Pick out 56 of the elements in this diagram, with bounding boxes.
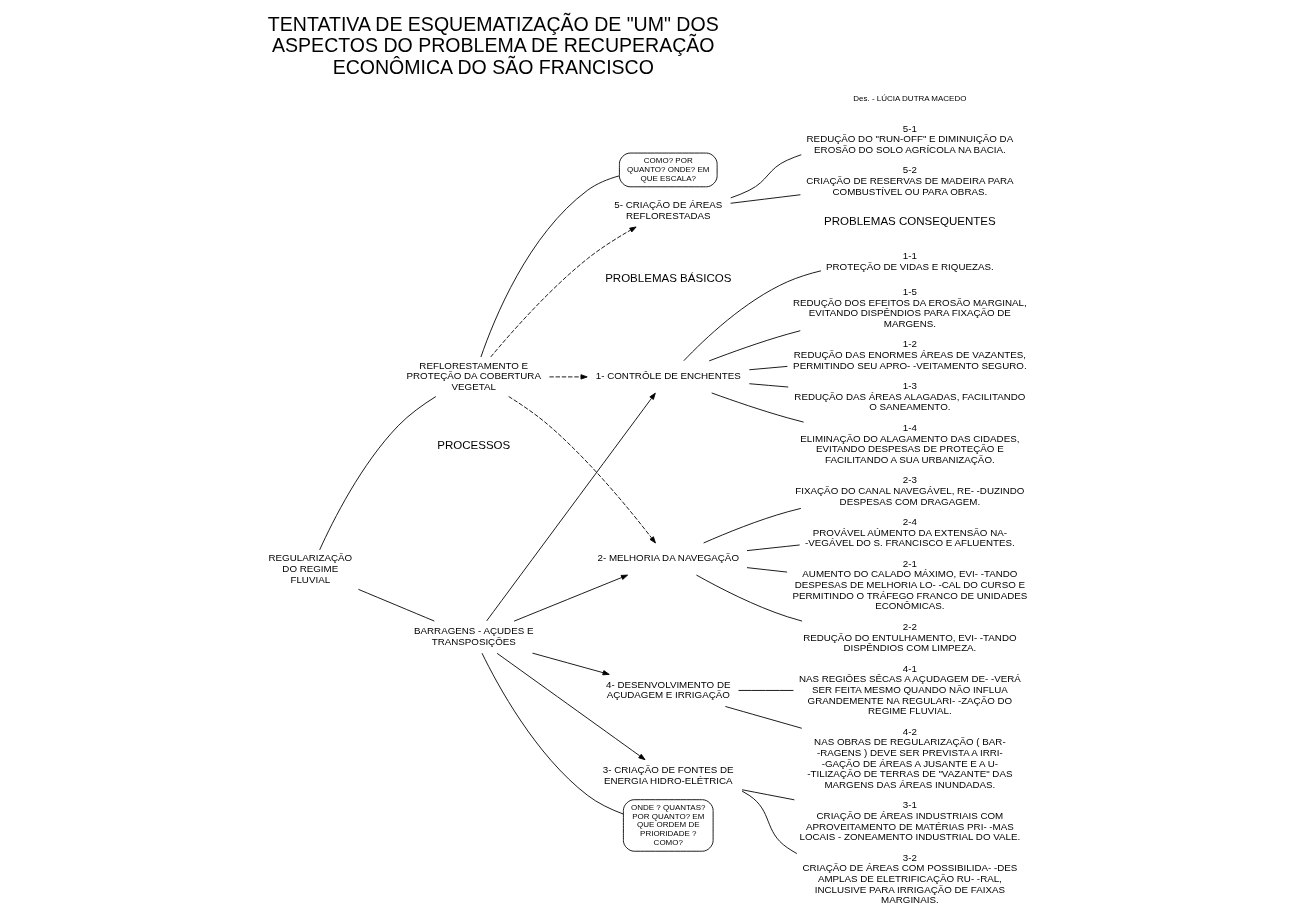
connector [730, 154, 802, 199]
node-text: 4- DESENVOLVIMENTO DE AÇUDAGEM E IRRIGAÇÃO [606, 678, 731, 701]
connector [748, 383, 789, 388]
label: Des. - LÚCIA DUTRA MACEDO [853, 93, 967, 103]
node-text: 2-4 PROVÁVEL AÚMENTO DA EXTENSÃO NA- -VEGÁVEL DO S. FRANCISCO E AFLUENTES. [805, 516, 1015, 549]
node-text: REGULARIZAÇÃO DO REGIME FLUVIAL [268, 552, 353, 585]
node-text: 2-2 REDUÇÃO DO ENTULHAMENTO, EVI- -TANDO DISPÊNDIOS COM LIMPEZA. [803, 620, 1017, 654]
node-text: 1-5 REDUÇÃO DOS EFEITOS DA EROSÃO MARGINAL, EVITANDO DISPÊNDIOS PARA FIXAÇÃO DE MARGENS. [793, 286, 1027, 329]
node-text: 1- CONTRÔLE DE ENCHENTES [595, 370, 741, 382]
connector [703, 507, 802, 544]
arrow [486, 392, 656, 622]
connector [738, 690, 794, 691]
label: PROCESSOS [437, 439, 511, 452]
connector [319, 396, 437, 551]
node-text: 3-1 CRIAÇÃO DE ÁREAS INDUSTRIAIS COM APROVEITAMENTO DE MATÉRIAS PRI- -MAS LOCAIS - ZONEAMENTO INDUSTRIAL DO VALE. [799, 799, 1021, 843]
node-text: 1-3 REDUÇÃO DAS ÁREAS ALAGADAS, FACILITANDO O SANEAMENTO. [794, 380, 1026, 413]
diagram-title: TENTATIVA DE ESQUEMATIZAÇÃO DE "UM" DOS ASPECTOS DO PROBLEMA DE RECUPERAÇÃO ECONÔMICA DO SÃO FRANCISCO [267, 13, 719, 78]
node-text: 2-1 AUMENTO DO CALADO MÁXIMO, EVI- -TANDO DESPESAS DE MELHORIA LO- -CAL DO CURSO E PERMITINDO O TRÁFEGO FRANCO DE UNIDADES ECONÔMICAS. [792, 557, 1028, 612]
node-text: 5- CRIAÇÃO DE ÁREAS REFLORESTADAS [614, 198, 723, 221]
connector [746, 544, 801, 552]
connector [481, 652, 624, 815]
connector [724, 706, 803, 729]
arrow [513, 574, 629, 622]
node-text: 1-1 PROTEÇÃO DE VIDAS E RIQUEZAS. [826, 250, 994, 273]
node-text: 3-2 CRIAÇÃO DE ÁREAS COM POSSIBILIDA- -DES AMPLAS DE ELETRIFICAÇÃO RU- -RAL, INCLUSIVE PARA IRRIGAÇÃO DE FAIXAS MARGINAIS. [802, 851, 1018, 906]
arrow [496, 652, 646, 761]
node-text: 2- MELHORIA DA NAVEGAÇÃO [597, 552, 739, 564]
connector [730, 194, 801, 204]
node-text: 1-4 ELIMINAÇÃO DO ALAGAMENTO DAS CIDADES, EVITANDO DESPESAS DE PROTEÇÃO E FACILITANDO A SUA URBANIZAÇÃO. [800, 421, 1020, 465]
arrow [490, 226, 637, 358]
label: PROBLEMAS CONSEQUENTES [824, 215, 996, 228]
connector [748, 365, 788, 371]
node-text: 3- CRIAÇÃO DE FONTES DE ENERGIA HIDRO-ELÉTRICA [602, 763, 734, 786]
connector [695, 574, 803, 622]
node-box: COMO? POR QUANTO? ONDE? EM QUE ESCALA? [618, 152, 718, 188]
connector [708, 330, 801, 362]
node-text: 5-1 REDUÇÃO DO "RUN-OFF" E DIMINUIÇÃO DA EROSÃO DO SOLO AGRÍCOLA NA BACIA. [806, 122, 1014, 155]
connector [746, 567, 788, 573]
connector [357, 588, 435, 622]
arrow [548, 374, 588, 380]
node-text: BARRAGENS - AÇUDES E TRANSPOSIÇÕES [414, 625, 534, 647]
node-text: 4-1 NAS REGIÕES SÊCAS A AÇUDAGEM DE- -VERÁ SER FEITA MESMO QUANDO NÃO INFLUA GRANDEMENTE NA REGULARI- -ZAÇÃO DO REGIME FLUVIAL. [798, 662, 1021, 717]
node-text: REFLORESTAMENTO E PROTEÇÃO DA COBERTURA VEGETAL [406, 359, 541, 393]
node-text: 2-3 FIXAÇÃO DO CANAL NAVEGÁVEL, RE- -DUZINDO DESPESAS COM DRAGAGEM. [795, 474, 1025, 507]
node-text: 4-2 NAS OBRAS DE REGULARIZAÇÃO ( BAR- -RAGENS ) DEVE SER PREVISTA A IRRI- -GAÇÃO DE ÁREAS A JUSANTE E A U- -TILIZAÇÃO DE TERRAS DE "VAZANTE" DAS MARGENS DAS ÁREAS INUNDADAS. [807, 725, 1013, 790]
connector [683, 270, 822, 362]
connector [741, 790, 798, 854]
node-text: 5-2 CRIAÇÃO DE RESERVAS DE MADEIRA PARA COMBUSTÍVEL OU PARA OBRAS. [806, 164, 1014, 197]
arrow [532, 652, 610, 676]
arrow [508, 396, 656, 544]
node-text: 1-2 REDUÇÃO DAS ENORMES ÁREAS DE VAZANTES, PERMITINDO SEU APRO- -VEITAMENTO SEGURO. [793, 338, 1027, 371]
node-box: ONDE ? QUANTAS? POR QUANTO? EM QUE ORDEM DE PRIORIDADE ? COMO? [622, 799, 714, 852]
connector [741, 789, 795, 801]
connector [711, 392, 805, 423]
label: PROBLEMAS BÁSICOS [605, 272, 732, 285]
connector [480, 175, 620, 358]
